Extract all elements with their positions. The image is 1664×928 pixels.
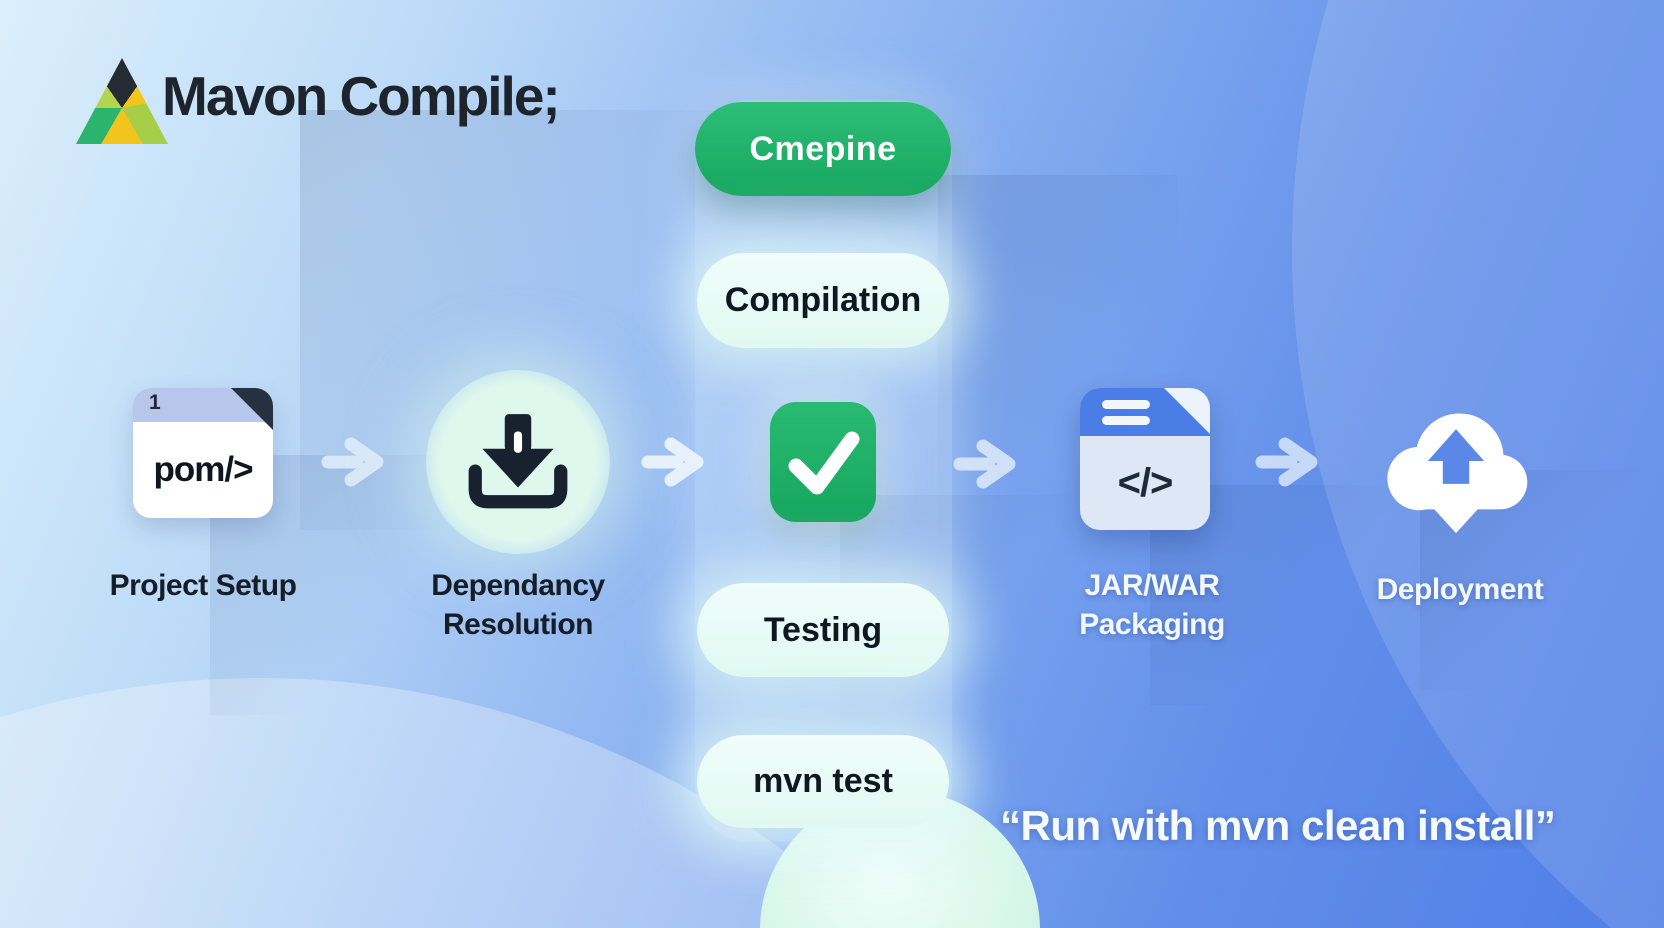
- pom-file-text: pom/>: [153, 450, 253, 489]
- cmepine-stage-pill: Cmepine: [695, 102, 951, 196]
- up-arrow: [1427, 429, 1485, 484]
- check-mark: [788, 431, 860, 495]
- flow-arrow-icon: [953, 439, 1016, 489]
- dependency-label-line1: Dependancy: [431, 569, 605, 602]
- download-tray-icon: [468, 414, 568, 509]
- mvn-test-stage-pill: mvn test: [697, 735, 949, 828]
- down-arrow: [1428, 485, 1484, 534]
- footer-quote: “Run with mvn clean install”: [1000, 802, 1556, 849]
- code-file-text: </>: [1117, 460, 1174, 505]
- packaging-label-line2: Packaging: [1079, 608, 1225, 641]
- cmepine-stage-label: Cmepine: [749, 129, 897, 168]
- flow-arrow-icon: [641, 437, 704, 487]
- pom-file-icon: 1 pom/>: [133, 388, 273, 518]
- check-icon: [770, 402, 876, 522]
- dependency-resolution-label: Dependancy Resolution: [378, 566, 658, 644]
- packaging-label: JAR/WAR Packaging: [1022, 566, 1282, 644]
- flow-arrow-icon: [321, 437, 384, 487]
- testing-stage-label: Testing: [763, 610, 883, 649]
- code-file-icon: </>: [1080, 388, 1210, 530]
- compilation-stage-pill: Compilation: [697, 253, 949, 348]
- logo-triangle: [76, 58, 168, 144]
- page-title: Mavon Compile;: [162, 65, 561, 127]
- dependency-label-line2: Resolution: [443, 608, 594, 641]
- cloud-deploy-icon: [1387, 413, 1528, 534]
- maven-triangle-logo: [76, 58, 168, 144]
- deployment-label: Deployment: [1376, 573, 1544, 606]
- packaging-label-line1: JAR/WAR: [1084, 569, 1220, 602]
- file-text-line: [1102, 416, 1150, 425]
- project-setup-label: Project Setup: [109, 569, 297, 602]
- pom-file-badge: 1: [149, 391, 161, 414]
- mvn-test-stage-label: mvn test: [753, 762, 893, 800]
- flow-arrow-icon: [1255, 437, 1318, 487]
- file-text-line: [1102, 400, 1150, 409]
- compilation-stage-label: Compilation: [724, 281, 922, 319]
- testing-stage-pill: Testing: [697, 583, 949, 677]
